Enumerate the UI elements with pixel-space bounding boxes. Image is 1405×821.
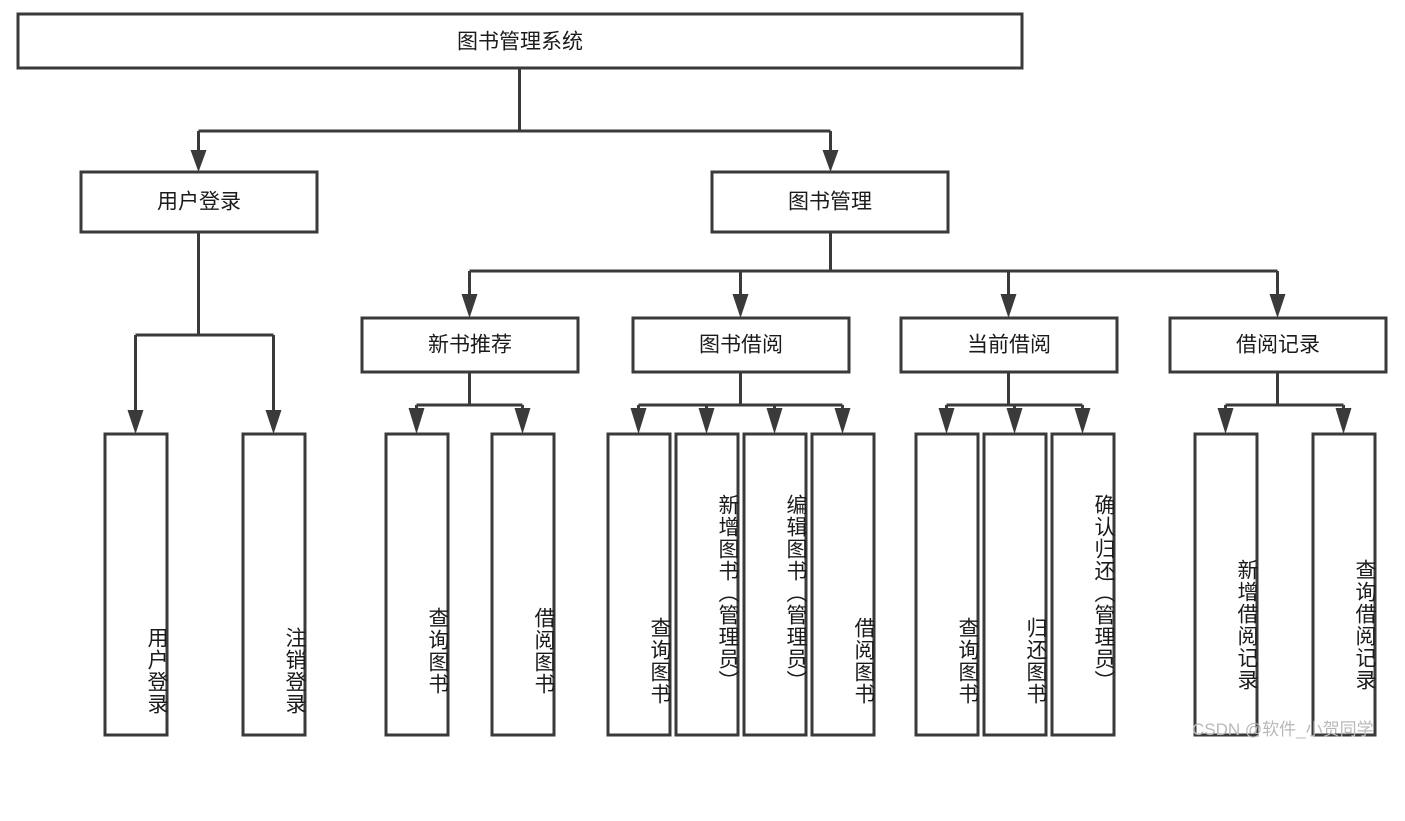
arrow-head-leaf-add-record: [1217, 408, 1234, 434]
arrow-head-leaf-edit-book: [766, 408, 783, 434]
arrow-head-new-book-recommend: [461, 294, 478, 318]
node-box-borrow-record[interactable]: [1168, 316, 1388, 374]
arrow-head-leaf-query-book-1: [408, 408, 425, 434]
node-box-leaf-edit-book[interactable]: [742, 432, 808, 737]
arrow-head-user-login: [190, 150, 207, 172]
connector-group-user-login: [127, 232, 282, 434]
diagram-root: 图书管理系统 用户登录 图书管理 新书推荐 图书借阅 当前借阅 借阅记录 用户登…: [16, 12, 1388, 739]
node-box-leaf-borrow-book-1[interactable]: [490, 432, 556, 737]
node-label-book-borrow: 图书借阅: [699, 334, 783, 357]
connector-group-new-book-recommend: [408, 372, 531, 434]
arrow-head-leaf-query-book-3: [938, 408, 955, 434]
node-box-book-management[interactable]: [710, 170, 950, 234]
node-box-leaf-query-book-1[interactable]: [384, 432, 450, 737]
node-label-current-borrow: 当前借阅: [967, 334, 1051, 357]
node-box-current-borrow[interactable]: [899, 316, 1119, 374]
node-box-leaf-confirm-return[interactable]: [1050, 432, 1116, 737]
node-label-root: 图书管理系统: [457, 31, 583, 54]
arrow-head-borrow-record: [1269, 294, 1286, 318]
node-box-leaf-query-record[interactable]: [1311, 432, 1377, 737]
connector-group-book-borrow: [630, 372, 851, 434]
connector-group-root: [190, 68, 839, 172]
connector-group-book-management: [461, 232, 1286, 318]
arrow-head-book-borrow: [732, 294, 749, 318]
node-box-leaf-add-book[interactable]: [674, 432, 740, 737]
arrow-head-book-management: [822, 150, 839, 172]
arrow-head-leaf-borrow-book-1: [514, 408, 531, 434]
node-box-book-borrow[interactable]: [631, 316, 851, 374]
node-label-new-book-recommend: 新书推荐: [428, 334, 512, 357]
watermark-text: CSDN @软件_小贺同学: [1192, 720, 1374, 739]
node-box-leaf-query-book-3[interactable]: [914, 432, 980, 737]
node-box-leaf-add-record[interactable]: [1193, 432, 1259, 737]
arrow-head-leaf-confirm-return: [1074, 408, 1091, 434]
arrow-head-leaf-query-book-2: [630, 408, 647, 434]
node-box-root[interactable]: [16, 12, 1024, 70]
arrow-head-leaf-query-record: [1335, 408, 1352, 434]
node-label-user-login: 用户登录: [157, 191, 241, 214]
arrow-head-leaf-user-login: [127, 410, 144, 434]
node-box-leaf-return-book[interactable]: [982, 432, 1048, 737]
node-label-book-management: 图书管理: [788, 191, 872, 214]
arrow-head-leaf-borrow-book-2: [834, 408, 851, 434]
connector-group-current-borrow: [938, 372, 1091, 434]
node-box-new-book-recommend[interactable]: [360, 316, 580, 374]
node-box-user-login[interactable]: [79, 170, 319, 234]
connector-group-borrow-record: [1217, 372, 1352, 434]
node-box-leaf-user-login[interactable]: [103, 432, 169, 737]
diagram-canvas: 图书管理系统 用户登录 图书管理 新书推荐 图书借阅 当前借阅 借阅记录: [16, 12, 1388, 737]
arrow-head-leaf-add-book: [698, 408, 715, 434]
arrow-head-leaf-return-book: [1006, 408, 1023, 434]
node-label-borrow-record: 借阅记录: [1236, 334, 1320, 357]
node-box-leaf-borrow-book-2[interactable]: [810, 432, 876, 737]
arrow-head-current-borrow: [1000, 294, 1017, 318]
node-box-leaf-query-book-2[interactable]: [606, 432, 672, 737]
arrow-head-leaf-user-logout: [265, 410, 282, 434]
node-box-leaf-user-logout[interactable]: [241, 432, 307, 737]
